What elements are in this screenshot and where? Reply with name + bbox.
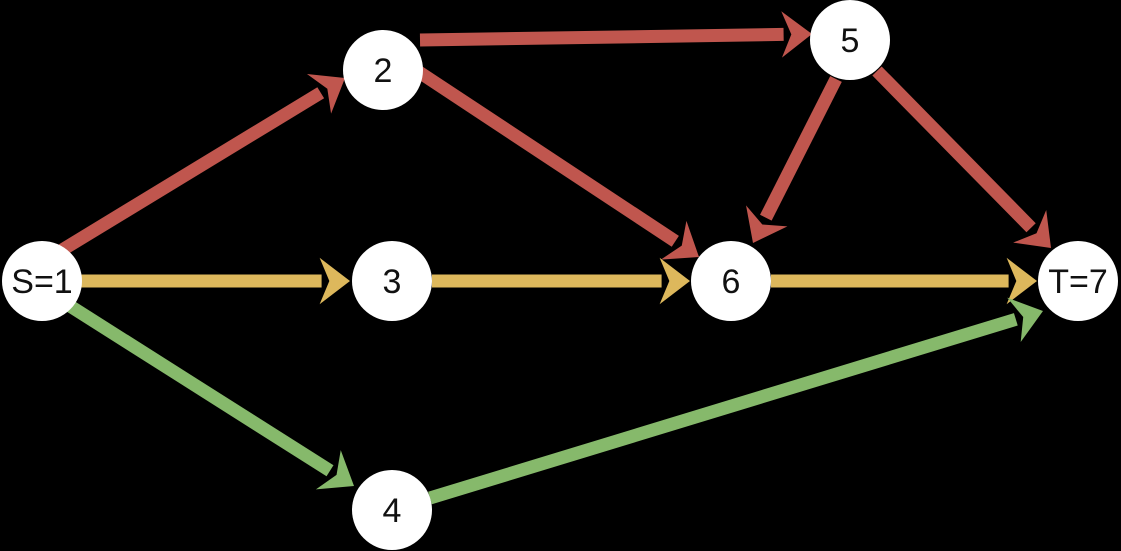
- edge-e3-6: [432, 257, 690, 305]
- arrowhead: [1007, 297, 1043, 343]
- node-6[interactable]: 6: [691, 241, 771, 321]
- node-circle[interactable]: [343, 30, 423, 110]
- node-2[interactable]: 2: [343, 30, 423, 110]
- arrowhead: [746, 205, 788, 243]
- node-T7[interactable]: T=7: [1038, 241, 1118, 321]
- edge-shaft: [428, 313, 1018, 505]
- node-circle[interactable]: [810, 0, 890, 80]
- arrowhead: [1006, 257, 1037, 305]
- node-3[interactable]: 3: [352, 241, 432, 321]
- arrowhead: [306, 73, 345, 114]
- edge-e5-7: [872, 66, 1051, 248]
- arrowhead: [1013, 210, 1051, 248]
- edge-e2-6: [415, 66, 699, 260]
- arrowhead: [660, 220, 699, 260]
- arrowhead: [659, 257, 690, 305]
- edge-shaft: [872, 66, 1036, 233]
- arrowhead: [781, 11, 812, 58]
- edge-e2-5: [419, 11, 812, 58]
- node-label: 3: [383, 263, 402, 301]
- node-circle[interactable]: [352, 241, 432, 321]
- edges-layer: [58, 11, 1051, 505]
- edge-shaft: [760, 76, 842, 221]
- node-circle[interactable]: [352, 470, 432, 550]
- node-5[interactable]: 5: [810, 0, 890, 80]
- edge-e4-7: [428, 297, 1043, 505]
- arrowhead: [315, 450, 354, 490]
- node-label: 6: [722, 263, 741, 301]
- edge-e1-3: [80, 257, 350, 305]
- edge-shaft: [419, 27, 784, 47]
- node-4[interactable]: 4: [352, 470, 432, 550]
- node-S1[interactable]: S=1: [2, 241, 82, 321]
- arrowhead: [319, 257, 350, 305]
- edge-shaft: [66, 300, 334, 477]
- edge-shaft: [58, 87, 325, 256]
- edge-e5-6: [746, 76, 842, 243]
- node-circle[interactable]: [691, 241, 771, 321]
- node-label: 2: [374, 52, 393, 90]
- node-label: 5: [841, 22, 860, 60]
- edge-e6-7: [771, 257, 1037, 305]
- node-circle[interactable]: [1038, 241, 1118, 321]
- edge-e1-4: [66, 300, 354, 490]
- node-label: T=7: [1048, 263, 1108, 301]
- node-circle[interactable]: [2, 241, 82, 321]
- node-label: 4: [383, 492, 402, 530]
- node-label: S=1: [11, 263, 72, 301]
- edge-shaft: [415, 66, 679, 247]
- edge-e1-2: [58, 73, 345, 256]
